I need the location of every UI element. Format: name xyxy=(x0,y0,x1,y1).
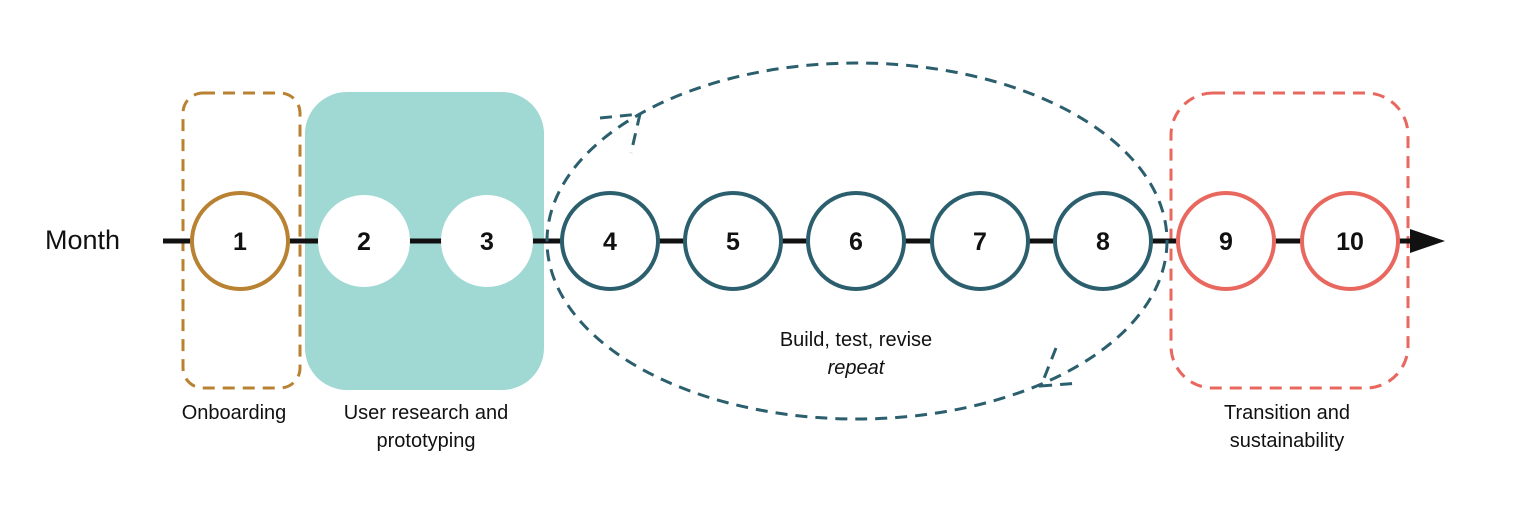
month-4: 4 xyxy=(560,191,660,291)
month-number: 3 xyxy=(480,228,494,256)
month-8: 8 xyxy=(1053,191,1153,291)
month-circle xyxy=(560,191,660,291)
iteration-loop xyxy=(545,61,1169,421)
month-number: 6 xyxy=(849,228,863,256)
month-2: 2 xyxy=(318,195,410,287)
month-circle xyxy=(190,191,290,291)
transition-label-line2: sustainability xyxy=(1230,430,1345,452)
month-number: 10 xyxy=(1336,228,1364,256)
axis-label: Month xyxy=(45,225,120,255)
month-circle xyxy=(683,191,783,291)
month-number: 8 xyxy=(1096,228,1110,256)
month-9: 9 xyxy=(1176,191,1276,291)
month-number: 4 xyxy=(603,228,617,256)
build-label-line2: repeat xyxy=(828,357,886,379)
month-circle xyxy=(806,191,906,291)
month-circle xyxy=(1300,191,1400,291)
month-1: 1 xyxy=(190,191,290,291)
month-6: 6 xyxy=(806,191,906,291)
month-circle xyxy=(441,195,533,287)
month-circle xyxy=(1053,191,1153,291)
month-10: 10 xyxy=(1300,191,1400,291)
month-3: 3 xyxy=(441,195,533,287)
timeline-arrowhead xyxy=(1410,229,1445,253)
research-label-line1: User research and xyxy=(344,402,509,424)
month-number: 9 xyxy=(1219,228,1233,256)
month-5: 5 xyxy=(683,191,783,291)
month-circle xyxy=(1176,191,1276,291)
month-circle xyxy=(318,195,410,287)
month-number: 2 xyxy=(357,228,371,256)
transition-label-line1: Transition and xyxy=(1224,402,1350,424)
loop-arrowhead-bottom xyxy=(1038,347,1081,388)
month-number: 7 xyxy=(973,228,987,256)
month-circle xyxy=(930,191,1030,291)
loop-arrowhead-top xyxy=(599,112,642,154)
month-number: 5 xyxy=(726,228,740,256)
onboarding-label: Onboarding xyxy=(182,402,287,424)
research-label-line2: prototyping xyxy=(377,430,476,452)
month-7: 7 xyxy=(930,191,1030,291)
build-label-line1: Build, test, revise xyxy=(780,329,932,351)
month-number: 1 xyxy=(233,228,247,256)
